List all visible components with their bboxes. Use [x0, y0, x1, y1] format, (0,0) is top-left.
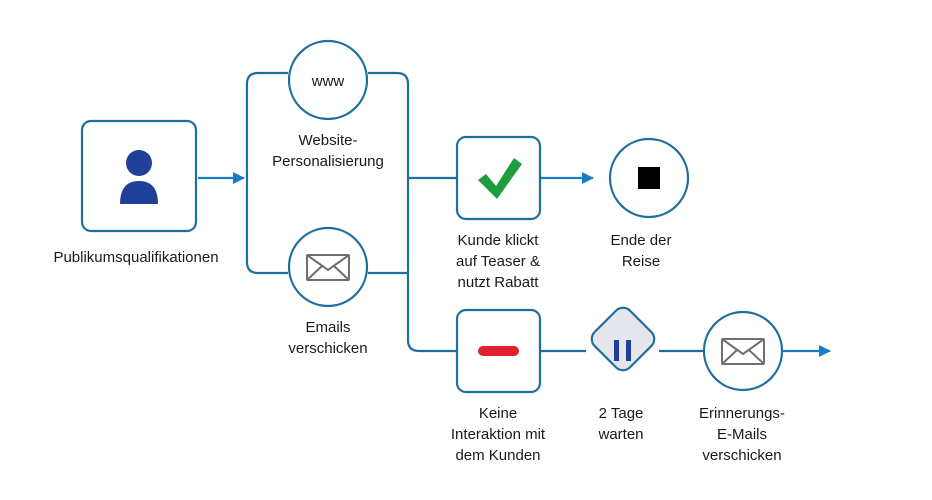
- website-label-line: Website-: [298, 132, 358, 149]
- emails-node: [287, 226, 369, 308]
- end-node: [608, 137, 690, 219]
- emails-label: Emails verschicken: [288, 317, 367, 359]
- audience-label: Publikumsqualifikationen: [53, 247, 218, 268]
- connectors: [198, 71, 831, 357]
- no-interaction-label-line: dem Kunden: [455, 447, 541, 464]
- branch-left-bracket: [245, 71, 288, 275]
- envelope-icon: [306, 254, 350, 281]
- no-interaction-node: [455, 308, 542, 394]
- reminder-node: [702, 310, 784, 392]
- end-label: Ende der Reise: [611, 230, 672, 272]
- reminder-label-line: Erinnerungs-: [699, 405, 785, 422]
- clicked-node: [455, 135, 542, 221]
- www-icon: www: [311, 73, 345, 90]
- wait-node: [590, 306, 656, 372]
- minus-icon: [478, 346, 519, 356]
- emails-label-line: verschicken: [288, 340, 368, 357]
- clicked-label: Kunde klickt auf Teaser & nutzt Rabatt: [456, 230, 540, 293]
- wait-label-line: warten: [598, 426, 644, 443]
- clicked-label-line: nutzt Rabatt: [457, 274, 539, 291]
- clicked-label-line: Kunde klickt: [457, 232, 539, 249]
- wait-label: 2 Tage warten: [598, 403, 643, 445]
- emails-label-line: Emails: [305, 319, 351, 336]
- reminder-label-line: verschicken: [702, 447, 782, 464]
- audience-node: [80, 119, 198, 233]
- audience-label-line: Publikumsqualifikationen: [53, 249, 219, 266]
- clicked-label-line: auf Teaser &: [456, 253, 540, 270]
- checkmark-icon: [478, 158, 522, 199]
- end-label-line: Reise: [621, 253, 661, 270]
- pause-icon: [614, 340, 631, 361]
- website-label-line: Personalisierung: [272, 153, 384, 170]
- website-label: Website- Personalisierung: [272, 130, 384, 172]
- reminder-label: Erinnerungs- E-Mails verschicken: [699, 403, 785, 466]
- wait-label-line: 2 Tage: [598, 405, 644, 422]
- reminder-label-line: E-Mails: [716, 426, 768, 443]
- no-interaction-label-line: Interaktion mit: [450, 426, 546, 443]
- stop-icon: [638, 167, 660, 189]
- no-interaction-label-line: Keine: [478, 405, 518, 422]
- end-label-line: Ende der: [610, 232, 672, 249]
- branch-right-bracket: [368, 71, 457, 353]
- website-node: www: [287, 39, 369, 121]
- no-interaction-label: Keine Interaktion mit dem Kunden: [451, 403, 545, 466]
- person-icon: [120, 150, 158, 204]
- envelope-icon: [721, 338, 765, 365]
